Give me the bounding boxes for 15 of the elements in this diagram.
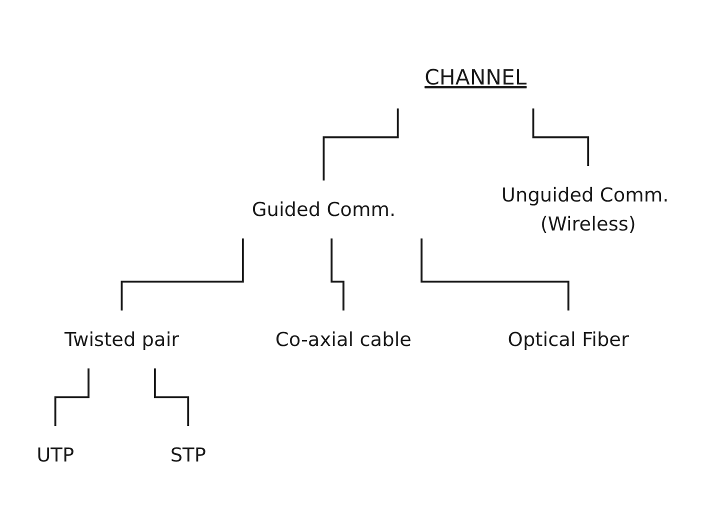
node-text: Guided Comm.: [252, 198, 396, 221]
node-text: Twisted pair: [64, 328, 180, 351]
connector: [154, 368, 190, 427]
node-text: Unguided Comm. (Wireless): [501, 183, 669, 236]
connector: [120, 238, 244, 312]
connector: [532, 108, 590, 167]
connector: [330, 238, 344, 312]
connector: [322, 108, 399, 182]
node-text: Co-axial cable: [275, 328, 412, 351]
node-text: STP: [170, 443, 206, 466]
node-text: CHANNEL: [424, 66, 527, 90]
connector: [420, 238, 570, 312]
node-text: Optical Fiber: [508, 328, 629, 351]
connector: [54, 368, 90, 427]
node-text: UTP: [36, 443, 74, 466]
